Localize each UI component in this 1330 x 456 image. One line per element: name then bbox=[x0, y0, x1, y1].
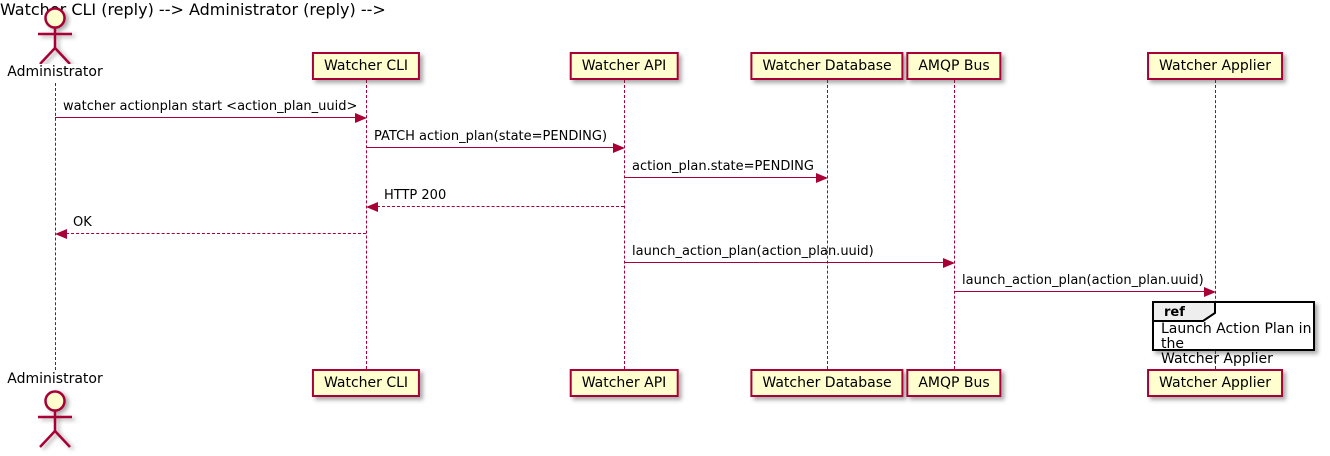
message-label: launch_action_plan(action_plan.uuid) bbox=[962, 273, 1204, 288]
participant-watcher-database-bottom: Watcher Database bbox=[750, 369, 904, 397]
lifeline-watcher-database bbox=[827, 80, 828, 369]
message-line bbox=[66, 233, 366, 234]
lifeline-administrator bbox=[55, 83, 56, 370]
message-line bbox=[55, 117, 357, 118]
ref-header-pentagon bbox=[1152, 301, 1216, 322]
message-line bbox=[624, 262, 944, 263]
participant-watcher-api-bottom: Watcher API bbox=[569, 369, 679, 397]
message-line bbox=[377, 206, 624, 207]
lifeline-amqp-bus bbox=[954, 80, 955, 369]
actor-label-top: Administrator bbox=[7, 64, 103, 80]
actor-icon bbox=[38, 7, 72, 65]
message-label: action_plan.state=PENDING bbox=[632, 159, 814, 174]
message-label: watcher actionplan start <action_plan_uu… bbox=[63, 99, 358, 114]
lifeline-watcher-applier bbox=[1215, 80, 1216, 369]
arrowhead-icon bbox=[355, 113, 367, 123]
participant-watcher-database-top: Watcher Database bbox=[750, 52, 904, 80]
arrowhead-icon bbox=[55, 229, 67, 239]
participant-watcher-applier-top: Watcher Applier bbox=[1147, 52, 1283, 80]
message-line bbox=[954, 291, 1205, 292]
actor-icon bbox=[38, 390, 72, 448]
message-label: OK bbox=[73, 215, 92, 230]
ref-text-line-2: Watcher Applier bbox=[1161, 351, 1273, 367]
arrowhead-icon bbox=[943, 258, 955, 268]
participant-watcher-api-top: Watcher API bbox=[569, 52, 679, 80]
lifeline-watcher-api bbox=[624, 80, 625, 369]
ref-fragment: ref Launch Action Plan in the Watcher Ap… bbox=[1152, 301, 1315, 367]
ref-text-line-1: Launch Action Plan in the bbox=[1161, 321, 1312, 352]
arrowhead-icon bbox=[613, 143, 625, 153]
participant-amqp-bus-bottom: AMQP Bus bbox=[906, 369, 1002, 397]
message-label: PATCH action_plan(state=PENDING) bbox=[374, 129, 608, 144]
participant-amqp-bus-top: AMQP Bus bbox=[906, 52, 1002, 80]
message-label: launch_action_plan(action_plan.uuid) bbox=[632, 244, 874, 259]
participant-watcher-cli-top: Watcher CLI bbox=[311, 52, 421, 80]
participant-watcher-applier-bottom: Watcher Applier bbox=[1147, 369, 1283, 397]
lifeline-watcher-cli bbox=[366, 80, 367, 369]
arrowhead-icon bbox=[1204, 287, 1216, 297]
actor-label-bottom: Administrator bbox=[7, 371, 103, 387]
message-label: HTTP 200 bbox=[384, 188, 447, 203]
arrowhead-icon bbox=[816, 173, 828, 183]
ref-keyword: ref bbox=[1164, 305, 1185, 320]
arrowhead-icon bbox=[366, 202, 378, 212]
message-line bbox=[366, 147, 615, 148]
participant-watcher-cli-bottom: Watcher CLI bbox=[311, 369, 421, 397]
message-line bbox=[624, 177, 818, 178]
ref-text: Launch Action Plan in the Watcher Applie… bbox=[1161, 322, 1313, 367]
